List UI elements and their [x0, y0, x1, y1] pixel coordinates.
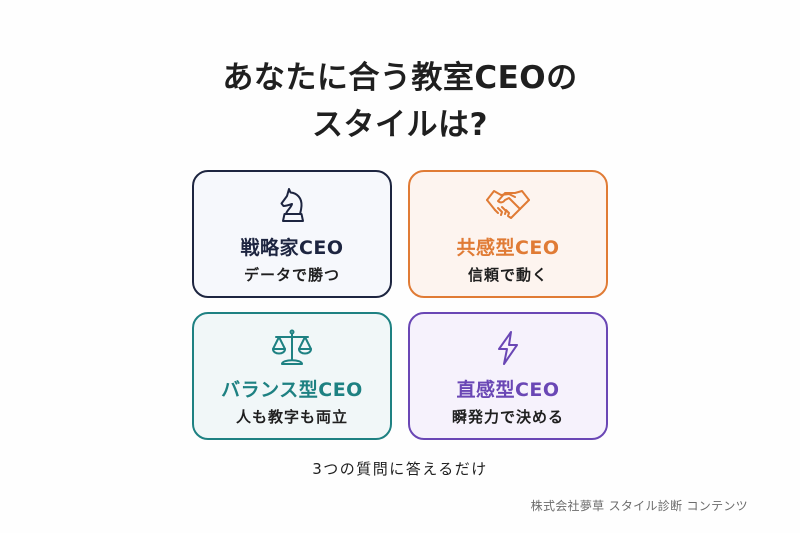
handshake-icon: [486, 186, 530, 226]
style-card-strategist[interactable]: 戦略家CEO データで勝つ: [192, 170, 392, 298]
lightning-bolt-icon: [488, 328, 528, 368]
card-tagline: 人も教字も両立: [235, 408, 348, 426]
style-card-intuitive[interactable]: 直感型CEO 瞬発力で決める: [408, 312, 608, 440]
card-tagline: データで勝つ: [243, 266, 340, 284]
footer-credit: 株式会社夢草 スタイル診断 コンテンツ: [530, 499, 748, 513]
card-title: 共感型CEO: [456, 237, 560, 259]
style-card-balance[interactable]: バランス型CEO 人も教字も両立: [192, 312, 392, 440]
page-title-line-2: スタイルは?: [312, 107, 488, 143]
page-title-line-1: あなたに合う教室CEOの: [222, 60, 578, 96]
card-title: バランス型CEO: [221, 379, 363, 401]
card-tagline: 瞬発力で決める: [451, 408, 564, 426]
card-title: 戦略家CEO: [240, 237, 344, 259]
chess-knight-icon: [272, 186, 312, 226]
card-tagline: 信頼で動く: [467, 266, 548, 284]
subline-text: 3つの質問に答えるだけ: [312, 460, 488, 478]
card-title: 直感型CEO: [456, 379, 560, 401]
balance-scale-icon: [272, 328, 312, 368]
style-card-empathy[interactable]: 共感型CEO 信頼で動く: [408, 170, 608, 298]
